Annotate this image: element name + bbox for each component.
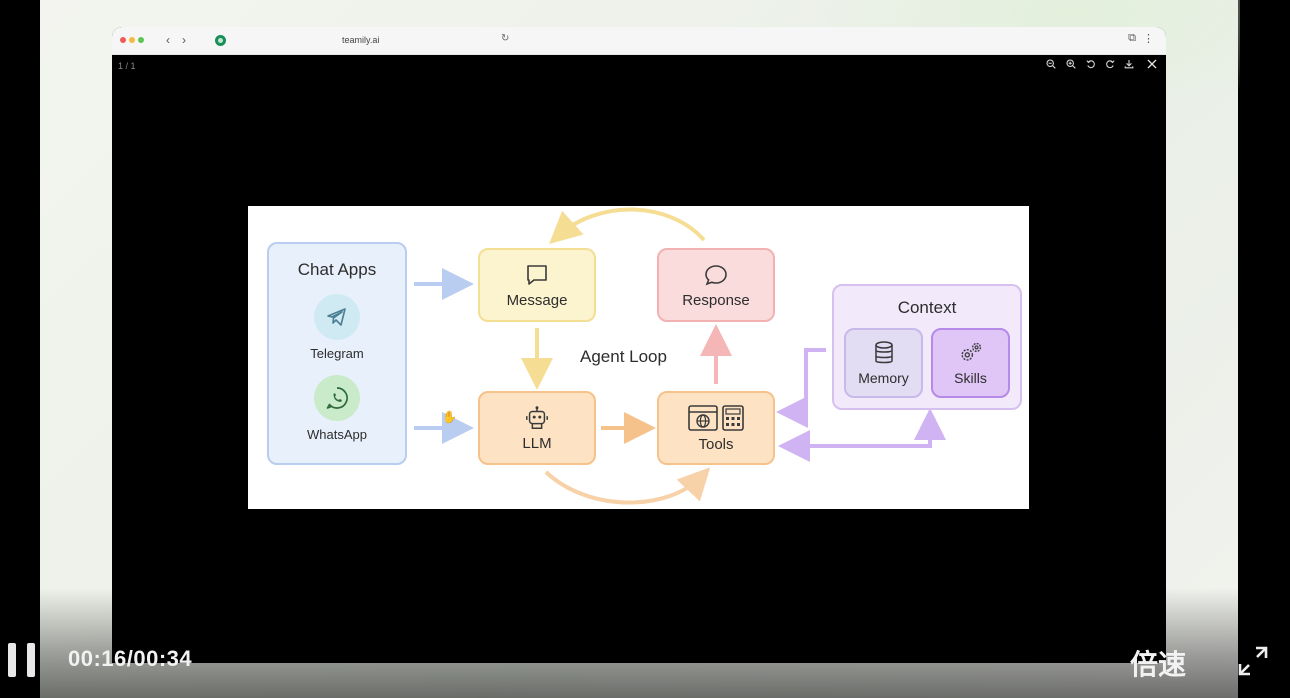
close-icon[interactable]	[1145, 59, 1159, 72]
memory-box: Memory	[844, 328, 923, 398]
browser-calculator-icon	[688, 404, 744, 431]
rotate-right-icon[interactable]	[1103, 59, 1117, 72]
chat-apps-box: Chat Apps Telegram WhatsApp	[267, 242, 407, 465]
message-label: Message	[506, 291, 568, 309]
telegram-label: Telegram	[310, 346, 364, 361]
extensions-icon[interactable]: ⧉	[1128, 32, 1136, 44]
fullscreen-icon[interactable]	[1236, 644, 1270, 678]
gears-icon	[960, 342, 981, 361]
llm-label: LLM	[522, 434, 552, 452]
close-window-button[interactable]	[120, 37, 126, 43]
rotate-left-icon[interactable]	[1084, 59, 1098, 72]
menu-icon[interactable]: ⋮	[1143, 33, 1154, 45]
minimize-window-button[interactable]	[129, 37, 135, 43]
browser-toolbar: ‹ › teamily.ai ↻ ⧉ ⋮	[112, 27, 1166, 55]
agent-loop-diagram: Chat Apps Telegram WhatsApp Message Resp…	[248, 206, 1029, 509]
back-icon[interactable]: ‹	[166, 33, 170, 47]
reload-icon[interactable]: ↻	[501, 33, 510, 44]
agent-loop-label: Agent Loop	[580, 347, 667, 366]
llm-box: LLM	[478, 391, 596, 465]
response-box: Response	[657, 248, 775, 322]
maximize-window-button[interactable]	[138, 37, 144, 43]
context-title: Context	[897, 298, 957, 317]
address-bar-url[interactable]: teamily.ai	[342, 35, 380, 45]
skills-label: Skills	[954, 370, 987, 386]
hand-cursor-icon: ✋	[442, 410, 457, 424]
zoom-in-icon[interactable]	[1064, 59, 1078, 72]
forward-icon[interactable]: ›	[182, 33, 186, 47]
message-box: Message	[478, 248, 596, 322]
whatsapp-label: WhatsApp	[307, 427, 367, 442]
download-icon[interactable]	[1122, 59, 1136, 72]
whatsapp-icon	[314, 375, 360, 421]
diagram-arrows	[414, 207, 946, 505]
pause-button[interactable]	[8, 643, 36, 677]
tools-label: Tools	[698, 435, 734, 453]
memory-label: Memory	[858, 370, 909, 386]
chat-apps-title: Chat Apps	[297, 260, 377, 279]
zoom-out-icon[interactable]	[1044, 59, 1058, 72]
response-label: Response	[682, 291, 750, 309]
database-icon	[874, 341, 893, 364]
speed-button[interactable]: 倍速	[1130, 649, 1187, 680]
chat-bubble-icon	[705, 264, 727, 285]
telegram-icon	[314, 294, 360, 340]
chat-bubble-icon	[527, 264, 547, 285]
page-count: 1 / 1	[118, 61, 136, 71]
player-gradient	[0, 588, 1290, 698]
robot-icon	[526, 405, 548, 429]
playback-time: 00:16/00:34	[68, 646, 193, 671]
skills-box: Skills	[931, 328, 1010, 398]
tools-box: Tools	[657, 391, 775, 465]
site-shield-icon[interactable]	[215, 35, 226, 46]
